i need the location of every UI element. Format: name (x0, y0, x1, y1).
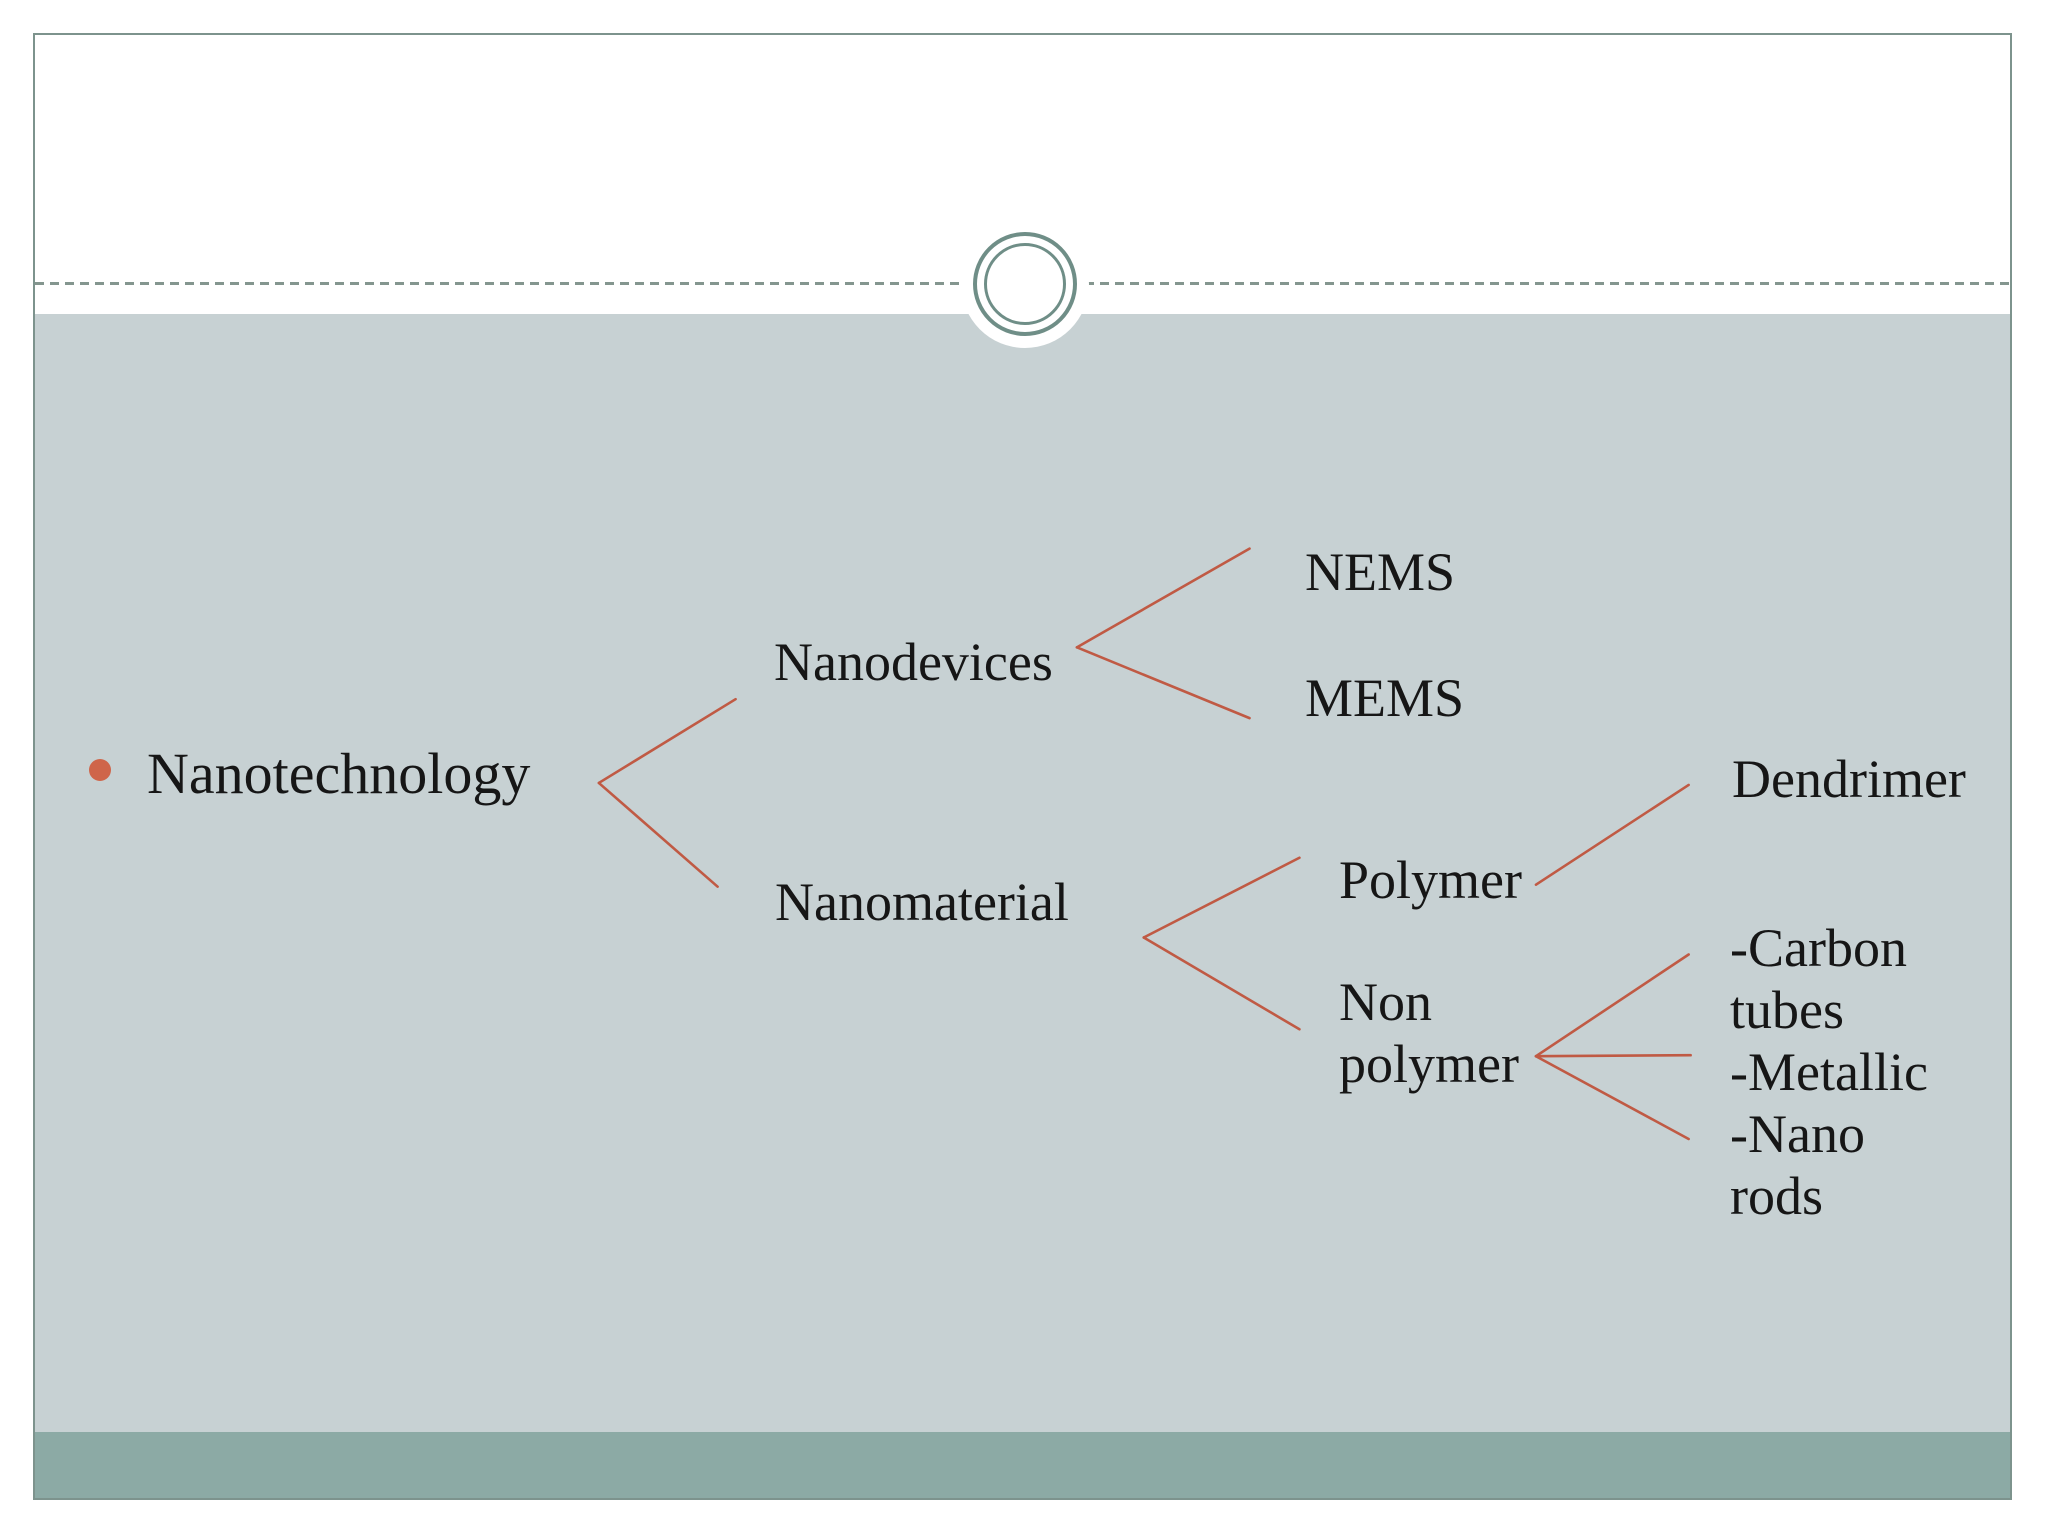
double-circle-icon (973, 232, 1077, 336)
node-nano-rods: -Nano rods (1730, 1104, 1865, 1226)
slide-footer-band (35, 1432, 2010, 1498)
node-nanotechnology: Nanotechnology (147, 741, 531, 806)
connector-nanomaterial-to-nonpolymer (1142, 936, 1301, 1031)
node-nanomaterial: Nanomaterial (775, 872, 1069, 932)
connector-root-to-nanomaterial (597, 781, 719, 888)
connector-nonpolymer-to-metallic (1534, 1053, 1692, 1058)
node-carbon-tubes: -Carbon tubes (1730, 918, 1907, 1040)
connector-nonpolymer-to-nano-rods (1534, 1054, 1690, 1141)
tree-connector-lines (597, 547, 1692, 1141)
node-nanodevices: Nanodevices (774, 632, 1053, 692)
node-non-polymer: Non polymer (1339, 972, 1519, 1094)
connector-root-to-nanodevices (597, 697, 737, 785)
node-polymer: Polymer (1339, 850, 1522, 910)
connector-polymer-to-dendrimer (1534, 783, 1690, 886)
connector-nanodevices-to-mems (1075, 646, 1251, 720)
node-metallic: -Metallic (1730, 1042, 1928, 1102)
non-polymer-children-list: -Carbon tubes -Metallic -Nano rods (1730, 917, 1950, 1227)
slide-body-background (35, 314, 2010, 1434)
node-dendrimer: Dendrimer (1732, 749, 1966, 809)
double-circle-inner-icon (984, 243, 1066, 325)
connector-nanodevices-to-nems (1075, 547, 1251, 649)
bullet-icon (89, 759, 111, 781)
connector-nanomaterial-to-polymer (1142, 856, 1301, 939)
node-nems: NEMS (1305, 542, 1456, 602)
connector-nonpolymer-to-carbon-tubes (1534, 953, 1690, 1058)
node-mems: MEMS (1305, 668, 1465, 728)
slide-frame: Nanotechnology Nanodevices NEMS MEMS Nan… (33, 33, 2012, 1500)
